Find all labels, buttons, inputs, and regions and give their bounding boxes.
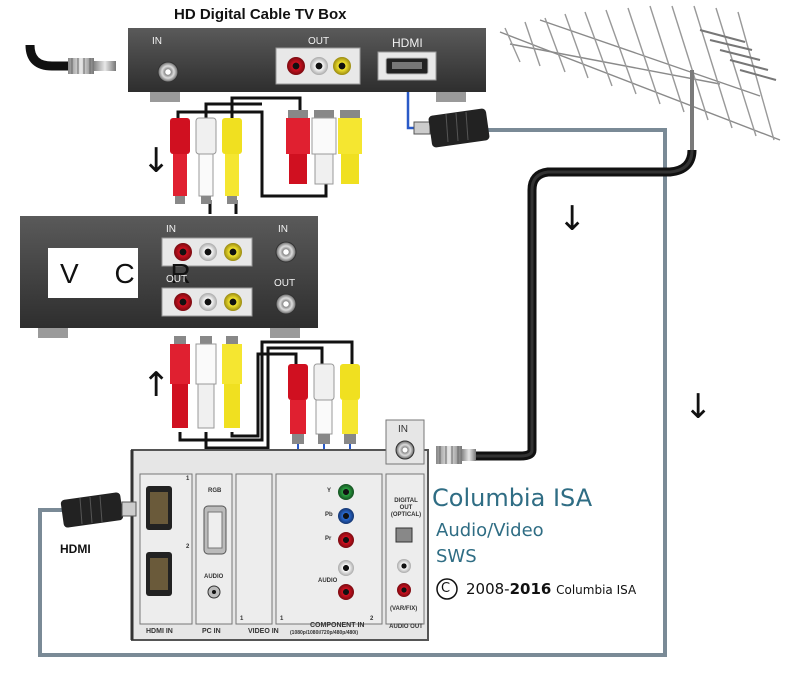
audio-label: AUDIO bbox=[204, 574, 224, 580]
video-in-label: VIDEO IN bbox=[248, 628, 279, 635]
component-y-label: Y bbox=[327, 488, 332, 494]
copyright-circle bbox=[436, 578, 458, 600]
component-pb-label: Pb bbox=[325, 512, 333, 518]
hdmi-port-2-label: 2 bbox=[186, 544, 190, 550]
coax-antenna-cable bbox=[470, 149, 697, 461]
down-arrow-coax-icon: ↓ bbox=[558, 199, 587, 239]
copyright-owner: Columbia ISA bbox=[556, 583, 637, 597]
vcr-rf-in-label: IN bbox=[278, 224, 288, 235]
coax-connector-icon bbox=[68, 58, 116, 74]
rca-plugs-box-out bbox=[286, 110, 362, 185]
pc-in-label: PC IN bbox=[202, 628, 221, 635]
rca-wires-vcr-to-tv bbox=[178, 340, 354, 450]
coax-input-cable bbox=[25, 44, 70, 71]
vcr bbox=[20, 216, 318, 338]
brand-name: Columbia ISA bbox=[432, 484, 593, 512]
digital-out-label: DIGITAL OUT (OPTICAL) bbox=[390, 498, 422, 518]
cable-box-in-label: IN bbox=[152, 36, 162, 47]
component-in-label: COMPONENT IN bbox=[310, 622, 365, 629]
vcr-in-label: IN bbox=[166, 224, 176, 235]
component-port-1-label: 1 bbox=[280, 616, 284, 622]
cable-box-hdmi-label: HDMI bbox=[392, 36, 423, 50]
cable-box-title: HD Digital Cable TV Box bbox=[174, 6, 347, 23]
video-port-1-label: 1 bbox=[240, 616, 244, 622]
coax-tv-connector-icon bbox=[436, 446, 476, 464]
tv-rf-in-label: IN bbox=[398, 424, 408, 435]
rgb-label: RGB bbox=[208, 488, 222, 494]
hdmi-cable-label: HDMI bbox=[60, 542, 91, 556]
hdmi-tv-plug-icon bbox=[60, 492, 137, 528]
tv-panel bbox=[130, 419, 429, 641]
copyright-years-b: 2016 bbox=[509, 580, 552, 598]
copyright-years-a: 2008- bbox=[466, 580, 510, 598]
up-arrow-icon: ↑ bbox=[142, 365, 171, 405]
vcr-rf-out-label: OUT bbox=[274, 278, 296, 289]
down-arrow-hdmi-icon: ↓ bbox=[684, 387, 713, 427]
copyright-symbol: C bbox=[441, 581, 451, 596]
vcr-title: V C R bbox=[60, 258, 205, 289]
audio-out-var-label: (VAR/FIX) bbox=[390, 606, 418, 612]
cable-box bbox=[128, 28, 486, 102]
audio-out-label: AUDIO OUT bbox=[389, 624, 423, 630]
component-port-2-label: 2 bbox=[370, 616, 374, 622]
copyright-line: 2008-2016 Columbia ISA bbox=[466, 580, 636, 598]
hdmi-plug-icon bbox=[413, 108, 490, 148]
cable-box-out-label: OUT bbox=[308, 36, 330, 47]
hdmi-port-1-label: 1 bbox=[186, 476, 190, 482]
vcr-out-label: OUT bbox=[166, 274, 188, 285]
hdmi-gray-cable bbox=[38, 128, 667, 657]
component-pr-label: Pr bbox=[325, 536, 332, 542]
antenna-icon bbox=[499, 5, 781, 150]
component-audio-label: AUDIO bbox=[318, 578, 338, 584]
component-res-label: (1080p/1080i/720p/480p/480i) bbox=[290, 630, 359, 636]
rca-plugs-tv-in bbox=[288, 363, 360, 444]
rca-plugs-vcr-out bbox=[170, 336, 242, 429]
rca-plugs-vcr-in bbox=[170, 117, 242, 204]
brand-line3: SWS bbox=[436, 546, 477, 567]
hdmi-in-label: HDMI IN bbox=[146, 628, 173, 635]
brand-line2: Audio/Video bbox=[436, 520, 544, 541]
down-arrow-icon: ↓ bbox=[142, 141, 171, 181]
